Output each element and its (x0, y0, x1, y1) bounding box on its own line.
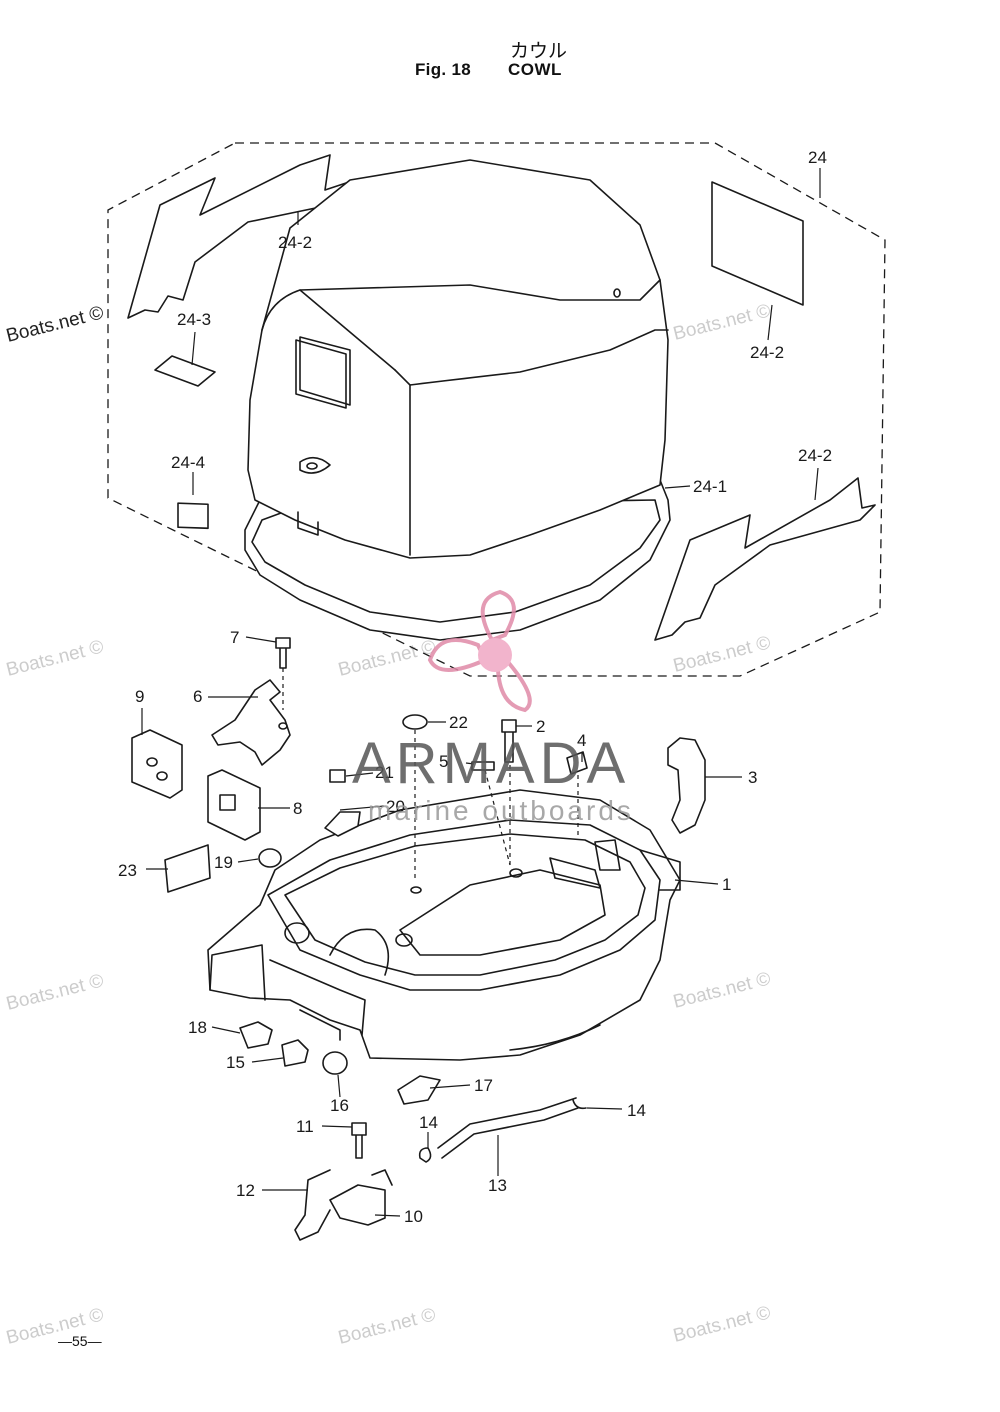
page-number: —55— (58, 1333, 102, 1349)
upper-cowl (244, 159, 671, 641)
callout-22: 22 (449, 713, 468, 732)
figure-number: Fig. 18 (415, 60, 471, 79)
callout-10: 10 (404, 1207, 423, 1226)
clamp-14a (418, 1147, 432, 1163)
callout-20: 20 (386, 797, 405, 816)
callout-24-3: 24-3 (177, 310, 211, 329)
plug-16 (322, 1051, 348, 1075)
brand-tagline: marine outboards (368, 795, 634, 826)
callout-14: 14 (627, 1101, 646, 1120)
clamp-14b (572, 1099, 587, 1110)
callout-17: 17 (474, 1076, 493, 1095)
callout-12: 12 (236, 1181, 255, 1200)
propeller-icon (427, 589, 532, 713)
latch-3 (667, 737, 706, 834)
watermark: Boats.net © (4, 636, 106, 680)
decal-24-3 (154, 355, 216, 387)
bolt-11 (351, 1122, 367, 1159)
armada-logo: ARMADA marine outboards (352, 589, 634, 826)
callout-18: 18 (188, 1018, 207, 1037)
watermark: Boats.net © (671, 968, 773, 1012)
watermark: Boats.net © (4, 970, 106, 1014)
callout-11: 11 (296, 1117, 314, 1136)
callout-14: 14 (419, 1113, 438, 1132)
title-japanese: カウル (510, 41, 568, 62)
grommet-18 (239, 1021, 273, 1049)
callout-19: 19 (214, 853, 233, 872)
callout-8: 8 (293, 799, 302, 818)
grommet-17 (397, 1075, 441, 1105)
cable-12 (294, 1169, 331, 1241)
callout-21: 21 (375, 763, 394, 782)
hose-13 (437, 1097, 577, 1149)
callout-3: 3 (748, 768, 757, 787)
brand-name: ARMADA (352, 731, 630, 796)
callout-7: 7 (230, 628, 239, 647)
hose-13-edge (441, 1107, 579, 1159)
leader-lines (141, 168, 821, 1217)
cap-22 (402, 714, 428, 730)
bolt-7 (275, 637, 291, 669)
pad-23 (164, 844, 211, 893)
callout-1: 1 (722, 875, 731, 894)
decal-24-2-panel (711, 181, 804, 306)
plug-19 (258, 848, 282, 868)
watermark: Boats.net © (671, 300, 773, 344)
decal-24-4 (177, 502, 209, 530)
screw-5 (471, 761, 495, 771)
callout-24-2: 24-2 (750, 343, 784, 362)
assembly-24-outline (107, 142, 886, 677)
callout-6: 6 (193, 687, 202, 706)
callout-24-1: 24-1 (693, 477, 727, 496)
bolt-2 (501, 719, 517, 763)
callout-24-2: 24-2 (278, 233, 312, 252)
figure-title: COWL (508, 60, 562, 79)
callout-5: 5 (439, 752, 448, 771)
callout-24: 24 (808, 148, 827, 167)
bracket-6 (211, 679, 291, 766)
callout-23: 23 (118, 861, 137, 880)
callout-13: 13 (488, 1176, 507, 1195)
callout-9: 9 (135, 687, 144, 706)
decal-24-2-right (654, 477, 876, 641)
watermark-dark: Boats.net © (4, 302, 106, 346)
lower-pan (207, 789, 681, 1061)
callout-15: 15 (226, 1053, 245, 1072)
callout-2: 2 (536, 717, 545, 736)
grommet-8 (207, 769, 261, 841)
bolt-21 (329, 769, 346, 783)
callouts: 24 24-2 24-2 24-2 24-3 24-4 24-1 7 6 9 8… (118, 148, 832, 1226)
clip-20 (324, 811, 361, 837)
guide-lines (282, 668, 579, 880)
callout-4: 4 (577, 731, 586, 750)
watermark: Boats.net © (336, 636, 438, 680)
small-parts (131, 637, 706, 1241)
watermark: Boats.net © (671, 632, 773, 676)
callout-24-4: 24-4 (171, 453, 205, 472)
connector-10 (329, 1184, 386, 1226)
watermark: Boats.net © (336, 1304, 438, 1348)
callout-24-2: 24-2 (798, 446, 832, 465)
watermark: Boats.net © (671, 1302, 773, 1346)
clip-15 (281, 1039, 309, 1067)
callout-16: 16 (330, 1096, 349, 1115)
